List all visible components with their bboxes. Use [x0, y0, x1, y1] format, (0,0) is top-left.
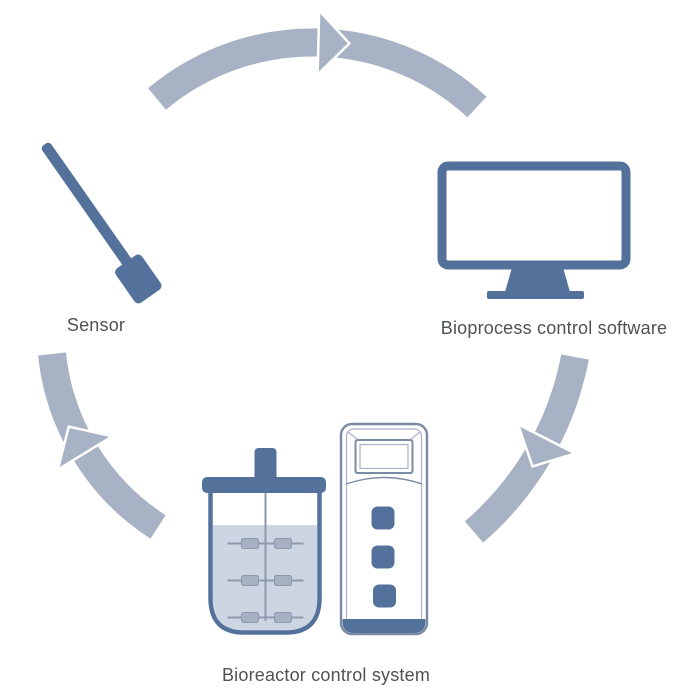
sensor-label: Sensor: [66, 315, 126, 335]
bioreactor-vessel-icon: [202, 448, 326, 635]
impeller-blade: [274, 538, 292, 549]
sensor-tip: [115, 254, 162, 304]
curved-arrow-bioreactor-to-sensor-icon: [38, 352, 166, 539]
monitor-base: [487, 291, 584, 299]
controller-bevel-lines: [347, 431, 421, 440]
monitor-stand: [505, 264, 570, 292]
controller-button-1: [371, 506, 395, 530]
controller-base: [342, 619, 426, 633]
controller-display-inner-line: [359, 443, 409, 470]
controller-button-2: [371, 545, 395, 569]
arrow-head: [515, 421, 579, 469]
impeller-blade: [241, 538, 259, 549]
monitor-icon: [437, 161, 631, 299]
curved-arrow-software-to-bioreactor-icon: [464, 354, 589, 543]
impeller-blade: [274, 612, 292, 623]
impeller-middle: [227, 575, 304, 586]
vessel-lid: [202, 477, 326, 493]
impeller-top: [227, 538, 304, 549]
impeller-blade: [274, 575, 292, 586]
sensor-shaft: [41, 142, 135, 271]
bioprocess-control-software-label: Bioprocess control software: [440, 318, 668, 338]
monitor-screen: [437, 161, 631, 270]
bioreactor-control-system-label: Bioreactor control system: [221, 665, 431, 685]
impeller-bottom: [227, 612, 304, 623]
controller-head-separator: [345, 476, 423, 485]
arrow-head: [316, 7, 352, 78]
arrow-head: [55, 425, 116, 473]
controller-button-3: [373, 584, 396, 608]
impeller-blade: [241, 575, 259, 586]
stirrer-motor-stub: [254, 448, 277, 484]
controller-display: [354, 439, 414, 474]
vessel-wall: [208, 491, 322, 635]
sensor-probe-icon: [41, 142, 162, 304]
impeller-blade: [241, 612, 259, 623]
controller-unit-icon: [339, 422, 429, 636]
curved-arrow-sensor-to-software-icon: [148, 7, 487, 118]
